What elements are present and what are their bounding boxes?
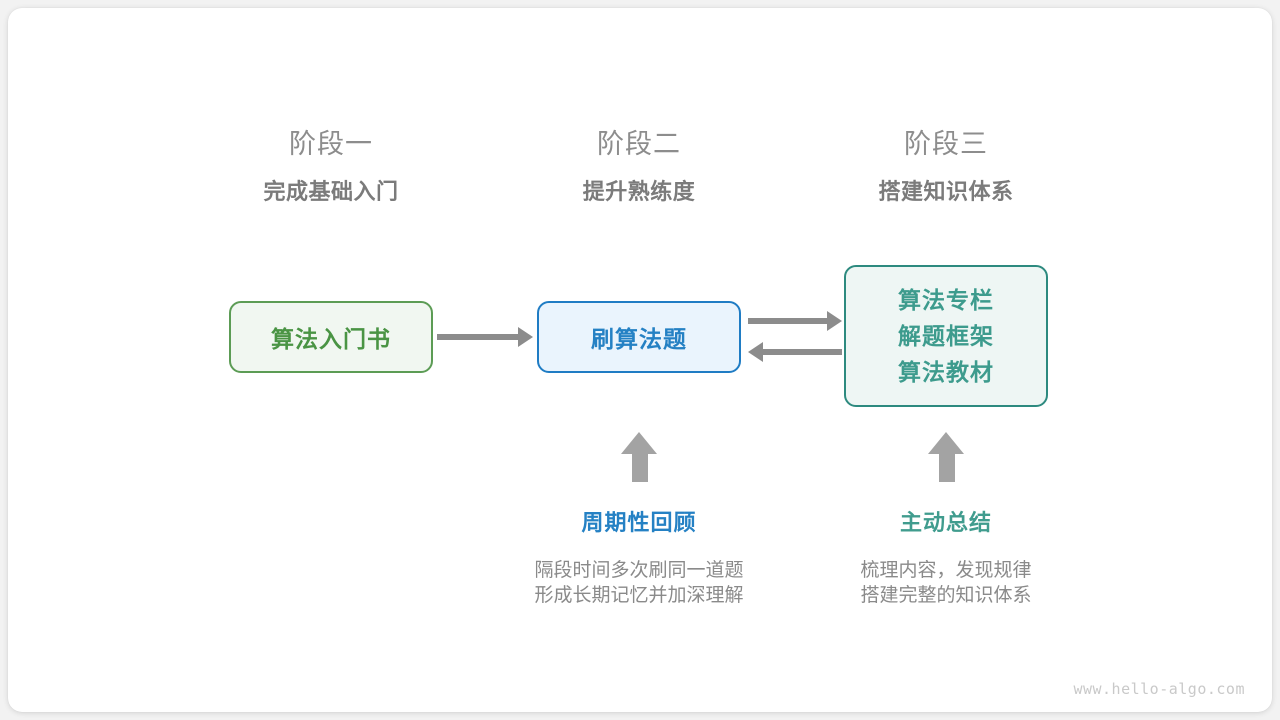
node-practice-line-1: 刷算法题 bbox=[591, 326, 687, 352]
stage-three-subtitle: 搭建知识体系 bbox=[878, 179, 1014, 204]
node-algorithm-intro-book[interactable]: 算法入门书 bbox=[229, 301, 433, 373]
watermark-url: www.hello-algo.com bbox=[1073, 680, 1245, 698]
node-practice-problems[interactable]: 刷算法题 bbox=[537, 301, 741, 373]
node-knowledge-resources[interactable]: 算法专栏 解题框架 算法教材 bbox=[844, 265, 1048, 407]
annotation-summary-line-2: 搭建完整的知识体系 bbox=[860, 585, 1032, 606]
up-arrow-summary-head bbox=[928, 432, 964, 454]
stage-header-one: 阶段一 完成基础入门 bbox=[201, 126, 461, 209]
stage-one-number: 阶段一 bbox=[289, 129, 373, 159]
arrow-resources-to-practice-icon bbox=[748, 342, 842, 362]
up-arrow-summary-icon bbox=[928, 432, 964, 482]
arrow-book-to-practice-icon bbox=[437, 327, 533, 347]
up-arrow-review-icon bbox=[621, 432, 657, 482]
annotation-review-body: 隔段时间多次刷同一道题 形成长期记忆并加深理解 bbox=[479, 558, 799, 608]
stage-header-two: 阶段二 提升熟练度 bbox=[509, 126, 769, 209]
annotation-summary-body: 梳理内容，发现规律 搭建完整的知识体系 bbox=[786, 558, 1106, 608]
node-resources-line-1: 算法专栏 bbox=[898, 287, 994, 313]
annotation-periodic-review: 周期性回顾 隔段时间多次刷同一道题 形成长期记忆并加深理解 bbox=[479, 508, 799, 608]
stage-header-three: 阶段三 搭建知识体系 bbox=[816, 126, 1076, 209]
stage-three-number: 阶段三 bbox=[904, 129, 988, 159]
node-book-line-1: 算法入门书 bbox=[271, 326, 391, 352]
stage-two-subtitle: 提升熟练度 bbox=[582, 179, 696, 204]
stage-one-subtitle: 完成基础入门 bbox=[263, 179, 399, 204]
annotation-review-title: 周期性回顾 bbox=[581, 510, 697, 535]
annotation-review-line-1: 隔段时间多次刷同一道题 bbox=[534, 560, 744, 581]
annotation-summary-line-1: 梳理内容，发现规律 bbox=[860, 560, 1032, 581]
up-arrow-review-head bbox=[621, 432, 657, 454]
stage-two-number: 阶段二 bbox=[597, 129, 681, 159]
node-resources-line-3: 算法教材 bbox=[898, 359, 994, 385]
up-arrow-summary-shaft bbox=[939, 450, 955, 482]
arrow-practice-to-resources-icon bbox=[748, 311, 842, 331]
annotation-summary-title: 主动总结 bbox=[899, 510, 992, 535]
annotation-active-summary: 主动总结 梳理内容，发现规律 搭建完整的知识体系 bbox=[786, 508, 1106, 608]
annotation-review-line-2: 形成长期记忆并加深理解 bbox=[534, 585, 744, 606]
node-resources-line-2: 解题框架 bbox=[898, 323, 994, 349]
up-arrow-review-shaft bbox=[632, 450, 648, 482]
